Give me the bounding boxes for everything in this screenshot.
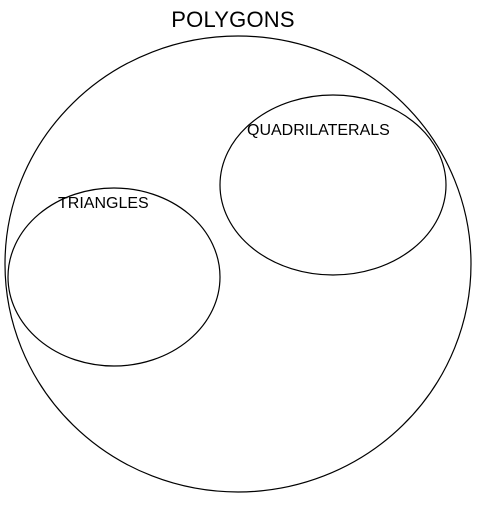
quadrilaterals-label: QUADRILATERALS (247, 122, 390, 139)
polygons-set-circle (4, 35, 472, 493)
diagram-title: POLYGONS (171, 7, 295, 32)
quadrilaterals-set-ellipse (219, 94, 447, 276)
triangles-set-ellipse (7, 187, 221, 367)
triangles-label: TRIANGLES (58, 195, 149, 212)
